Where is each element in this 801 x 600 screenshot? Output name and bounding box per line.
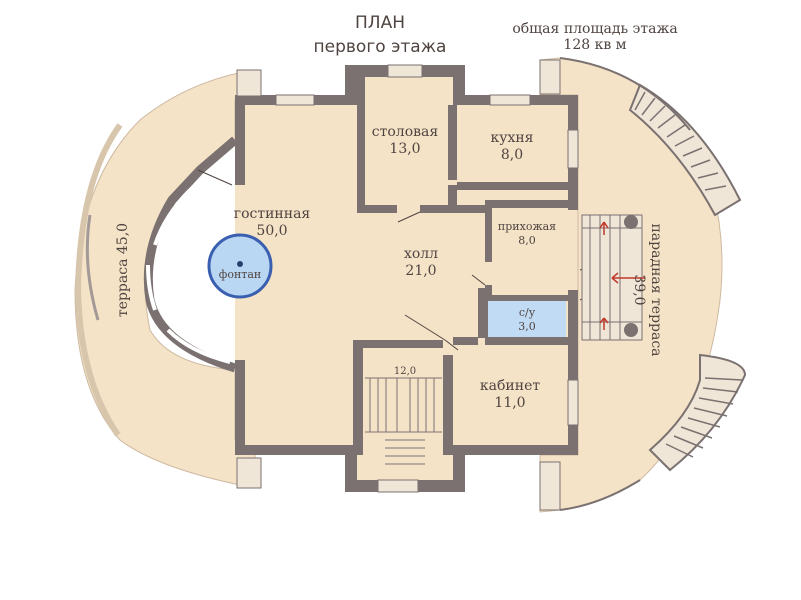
interior-stairs xyxy=(365,377,442,465)
entrance-steps xyxy=(581,214,645,341)
front-stairs-top xyxy=(628,83,742,217)
terrace-left-floor xyxy=(74,69,256,489)
terrace-front-area: 39,0 xyxy=(631,274,647,305)
house-floor xyxy=(235,65,578,490)
stairs-area: 12,0 xyxy=(394,366,416,377)
fountain xyxy=(207,233,273,299)
terrace-front-name: парадная терраса xyxy=(648,223,664,356)
hall-name: холл xyxy=(404,246,438,262)
entry-area: 8,0 xyxy=(518,234,536,247)
total-area-label: общая площадь этажа xyxy=(512,21,677,37)
windows xyxy=(236,59,579,511)
living-area: 50,0 xyxy=(256,223,287,239)
kitchen-name: кухня xyxy=(490,130,533,146)
front-stairs-bottom xyxy=(648,353,747,472)
kitchen-area: 8,0 xyxy=(501,147,523,163)
entry-name: прихожая xyxy=(498,220,556,233)
office-name: кабинет xyxy=(480,378,540,394)
plan-title: ПЛАН xyxy=(355,13,405,33)
living-name: гостинная xyxy=(234,206,311,222)
bath-area: 3,0 xyxy=(518,320,536,333)
dining-name: столовая xyxy=(372,124,439,140)
hall-area: 21,0 xyxy=(405,263,436,279)
bath-name: с/у xyxy=(519,306,536,319)
plan-subtitle: первого этажа xyxy=(314,37,447,57)
fountain-label: фонтан xyxy=(219,268,262,281)
bath-floor xyxy=(488,301,566,337)
terrace-left-label: терраса 45,0 xyxy=(115,223,131,317)
dining-area: 13,0 xyxy=(389,141,420,157)
office-area: 11,0 xyxy=(494,395,525,411)
total-area-value: 128 кв м xyxy=(563,37,626,53)
